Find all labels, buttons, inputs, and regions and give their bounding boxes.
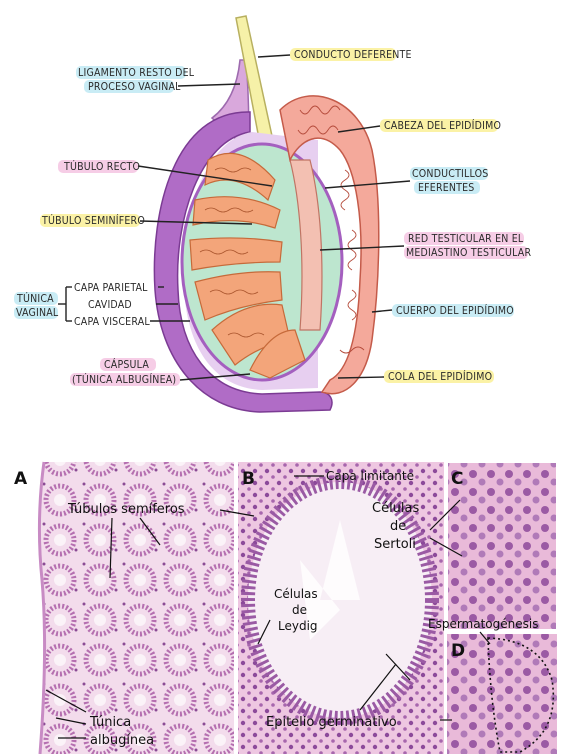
label-tunica-vaginal-line2: VAGINAL bbox=[16, 307, 59, 319]
panel-letter-a: A bbox=[14, 469, 28, 489]
label-tubulo-seminifero: TÚBULO SEMINÍFERO bbox=[41, 214, 145, 227]
label-capa-limitante: Capa limitante bbox=[326, 469, 414, 483]
label-leydig-line1: Células bbox=[274, 587, 318, 601]
label-sertoli-line3: Sertoli bbox=[374, 537, 416, 552]
label-conductillos-line1: CONDUCTILLOS bbox=[412, 168, 488, 180]
label-sertoli-line2: de bbox=[390, 519, 406, 534]
panel-letter-b: B bbox=[242, 469, 255, 489]
label-conductillos-line2: EFERENTES bbox=[418, 182, 475, 194]
label-cola-epididimo: COLA DEL EPIDÍDIMO bbox=[388, 370, 492, 383]
label-cuerpo-epididimo: CUERPO DEL EPIDÍDIMO bbox=[396, 304, 514, 317]
panel-letter-c: C bbox=[451, 469, 463, 489]
label-capa-visceral: CAPA VISCERAL bbox=[74, 316, 150, 328]
label-ligamento-line2: PROCESO VAGINAL bbox=[88, 81, 181, 93]
panel-letter-d: D bbox=[451, 641, 465, 661]
label-capsula-line1: CÁPSULA bbox=[104, 358, 149, 371]
label-leydig-line3: Leydig bbox=[278, 619, 318, 633]
label-espermatogenesis: Espermatogénesis bbox=[428, 617, 538, 631]
label-leydig-line2: de bbox=[292, 603, 307, 617]
label-tunica-albuginea-line2: albugínea bbox=[90, 733, 154, 748]
panel-d: D bbox=[447, 634, 557, 754]
label-red-testicular-line2: MEDIASTINO TESTICULAR bbox=[406, 247, 531, 259]
panel-c: C bbox=[447, 462, 557, 630]
label-tunica-albuginea-line1: Túnica bbox=[89, 715, 131, 730]
label-capa-parietal: CAPA PARIETAL bbox=[74, 282, 148, 294]
label-ligamento-line1: LIGAMENTO RESTO DEL bbox=[78, 67, 195, 79]
label-tubulos-seminiferos: Túbulos semíferos bbox=[67, 502, 185, 517]
label-sertoli-line1: Células bbox=[372, 501, 420, 516]
label-cavidad: CAVIDAD bbox=[88, 299, 132, 311]
label-conducto-deferente: CONDUCTO DEFERENTE bbox=[294, 49, 412, 61]
label-tunica-vaginal-line1: TÚNICA bbox=[16, 292, 54, 305]
label-cabeza-epididimo: CABEZA DEL EPIDÍDIMO bbox=[384, 119, 501, 132]
label-capsula-line2: (TÚNICA ALBUGÍNEA) bbox=[72, 373, 176, 386]
label-epitelio-germinativo: Epitelio germinativo bbox=[266, 715, 397, 730]
label-red-testicular-line1: RED TESTICULAR EN EL bbox=[408, 233, 524, 245]
label-tubulo-recto: TÚBULO RECTO bbox=[63, 160, 140, 173]
